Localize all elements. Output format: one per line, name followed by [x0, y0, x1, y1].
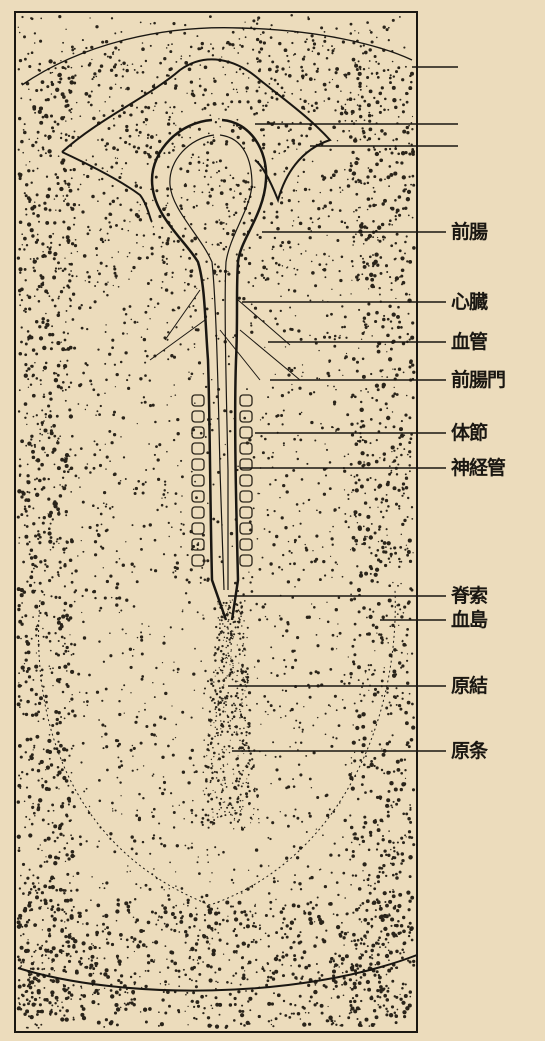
neural-tube-outline-right	[222, 120, 266, 620]
label-heart: 心臓	[451, 292, 487, 312]
label-primitive-node: 原結	[451, 676, 487, 696]
label-somite: 体節	[451, 423, 487, 443]
head-fold-lower-edge	[62, 152, 152, 222]
neural-tube-outline	[152, 120, 226, 620]
label-primitive-streak: 原条	[451, 741, 487, 761]
label-blood-vessel: 血管	[451, 332, 487, 352]
label-foregut: 前腸	[451, 222, 487, 242]
neural-tube-inner	[170, 135, 224, 590]
label-anterior-intestinal-portal: 前腸門	[451, 370, 505, 390]
label-neural-tube: 神経管	[451, 458, 505, 478]
label-blood-island: 血島	[451, 610, 487, 630]
label-notochord: 脊索	[451, 586, 487, 606]
upper-arc	[22, 28, 412, 85]
stipple-texture	[16, 14, 415, 1029]
